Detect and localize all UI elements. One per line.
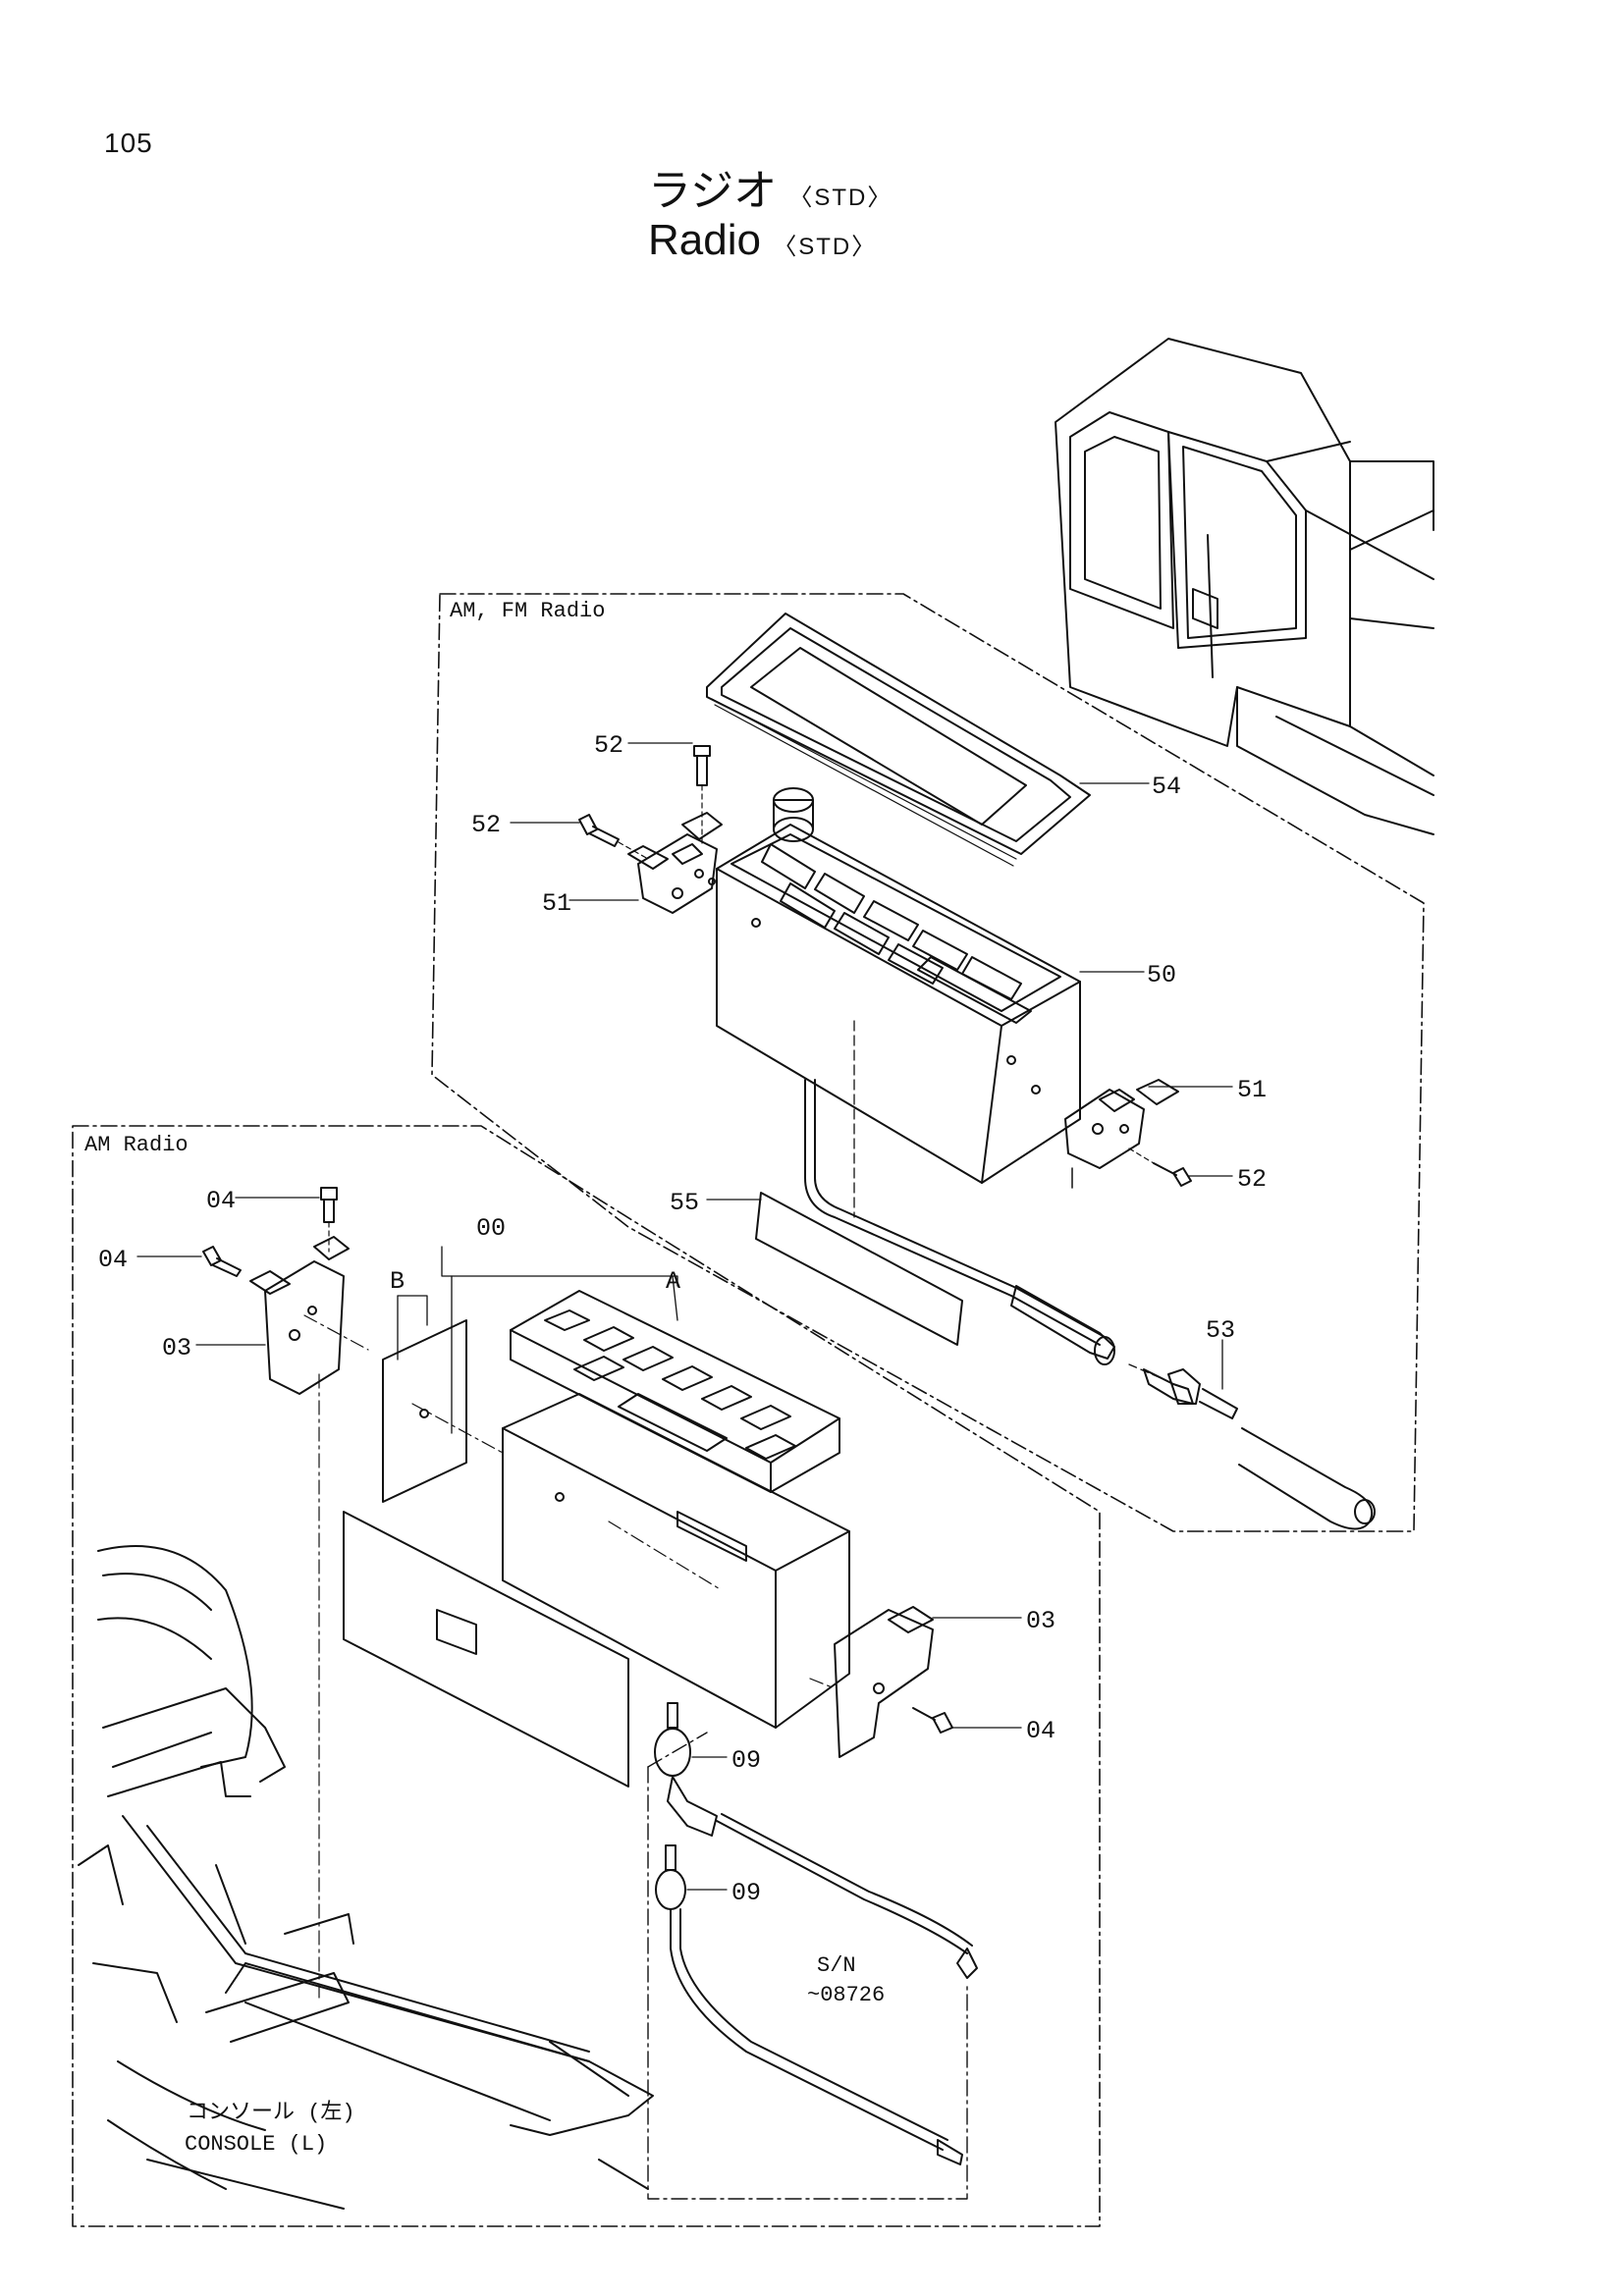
callout-b: B (390, 1267, 405, 1296)
antenna-cable-part-53 (804, 1020, 1376, 1530)
callout-a: A (666, 1267, 680, 1296)
serial-note-label: S/N (817, 1953, 856, 1978)
screw-part-04-top (320, 1187, 338, 1253)
serial-note-range: ~08726 (807, 1983, 885, 2007)
callout-04-side: 04 (98, 1246, 128, 1274)
radio-bezel-part-54 (706, 613, 1091, 867)
cover-plate (343, 1511, 629, 1788)
antenna-adapter-part-09-lower (655, 1844, 963, 2165)
callout-52-top: 52 (594, 731, 623, 760)
callout-50: 50 (1147, 961, 1176, 989)
am-fm-radio-group-frame (431, 593, 1425, 1532)
screw-part-52-top (693, 745, 711, 845)
console-label-japanese: コンソール (左) (187, 2100, 355, 2125)
bracket-part-03-left (249, 1236, 350, 1395)
screw-part-04-side (202, 1246, 242, 1277)
screw-part-04-right (912, 1707, 953, 1734)
excavator-cab-illustration (1055, 338, 1434, 835)
title-en-suffix: 〈STD〉 (773, 234, 878, 260)
bracket-part-51-left (627, 812, 723, 914)
callout-51-left: 51 (542, 889, 571, 918)
label-plate-part-55 (755, 1192, 963, 1346)
bracket-part-51-right (1064, 1079, 1179, 1189)
callout-04-top: 04 (206, 1187, 236, 1215)
callout-53: 53 (1206, 1316, 1235, 1345)
callout-03-right: 03 (1026, 1607, 1055, 1635)
callout-51-right: 51 (1237, 1076, 1267, 1104)
callout-04-right: 04 (1026, 1717, 1055, 1745)
console-left-illustration (78, 1545, 654, 2210)
title-jp-suffix: 〈STD〉 (788, 185, 893, 211)
callout-09-upper: 09 (731, 1746, 761, 1775)
antenna-adapter-part-09-upper (654, 1702, 978, 1979)
title-jp-text: ラジオ (648, 167, 778, 215)
am-radio-group-frame (72, 1125, 1101, 2227)
console-label-english: CONSOLE (L) (185, 2132, 327, 2157)
callout-54: 54 (1152, 773, 1181, 801)
callout-52-right: 52 (1237, 1165, 1267, 1194)
page-title-japanese: ラジオ 〈STD〉 (648, 155, 893, 218)
callout-00: 00 (476, 1214, 506, 1243)
am-radio-body-part-00 (502, 1393, 850, 1729)
plate-part-b (382, 1319, 467, 1503)
screw-part-52-right (1128, 1148, 1192, 1187)
am-radio-faceplate-part-a (510, 1290, 840, 1493)
page-number: 105 (104, 128, 153, 158)
am-radio-group-label: AM Radio (84, 1133, 189, 1157)
callout-03-left: 03 (162, 1334, 191, 1362)
serial-variant-frame (647, 1732, 968, 2200)
callout-09-lower: 09 (731, 1879, 761, 1907)
am-fm-radio-unit-part-50 (716, 787, 1081, 1184)
title-en-text: Radio (648, 216, 761, 264)
am-fm-radio-group-label: AM, FM Radio (450, 599, 605, 623)
page-title-english: Radio 〈STD〉 (648, 216, 877, 265)
callout-leader-lines (136, 742, 1233, 1891)
screw-part-52-side (578, 814, 649, 860)
assembly-guide-lines (303, 1314, 836, 2003)
bracket-part-03-right (834, 1606, 934, 1758)
callout-55: 55 (670, 1189, 699, 1217)
callout-52-side: 52 (471, 811, 501, 839)
